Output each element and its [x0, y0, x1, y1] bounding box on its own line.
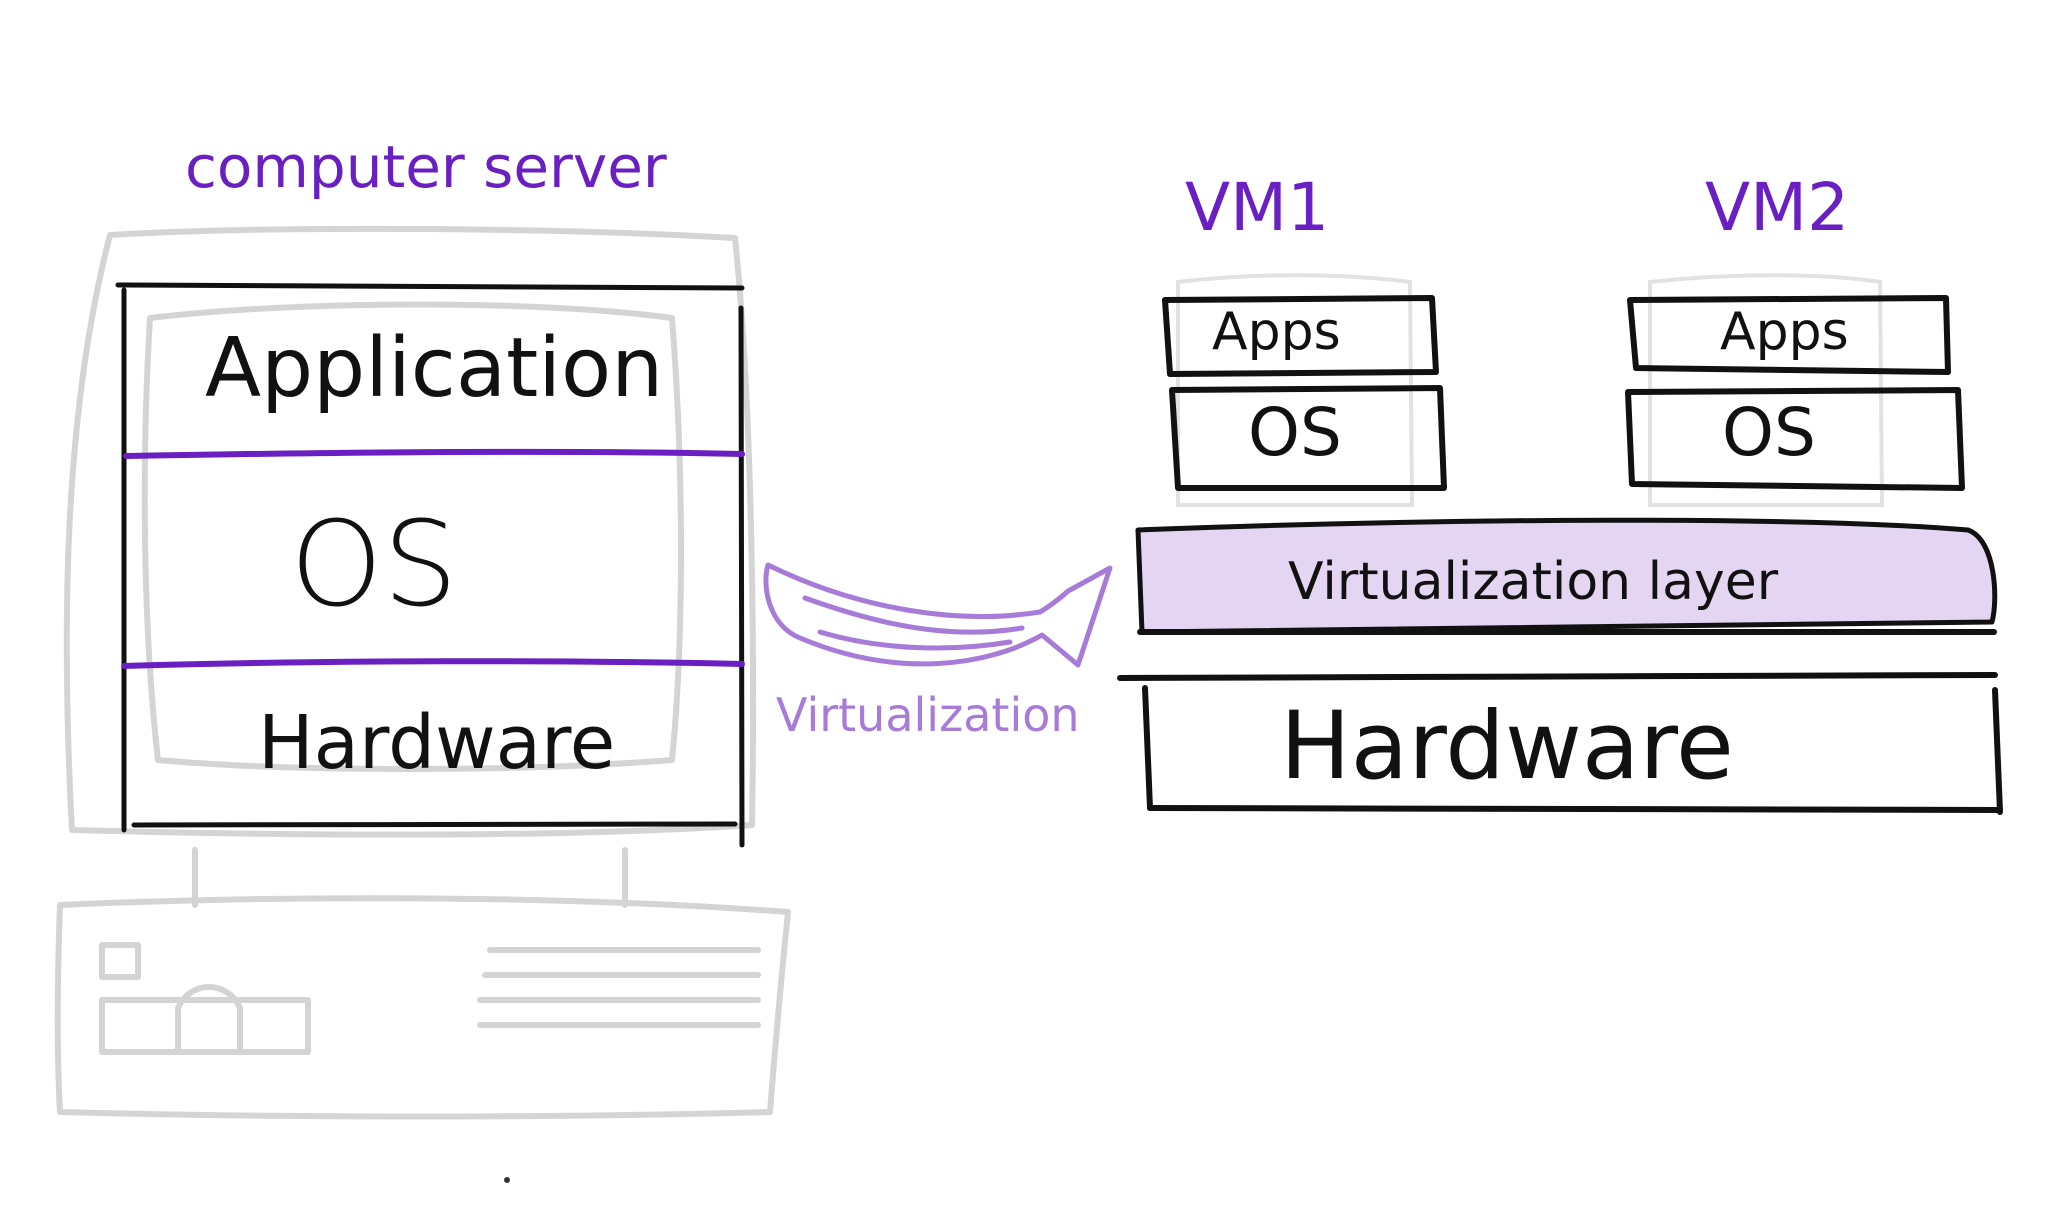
hardware-box — [1117, 672, 2003, 815]
computer-server-title: computer server — [185, 133, 667, 201]
layer-divider-bottom — [121, 658, 745, 669]
host-hardware-label: Hardware — [1280, 692, 1734, 801]
vm2-os-label: OS — [1722, 394, 1816, 471]
virtualization-arrow-label: Virtualization — [776, 688, 1080, 742]
virtualization-arrow-icon — [763, 562, 1113, 668]
vm1-os-label: OS — [1248, 394, 1342, 471]
vm1-apps-label: Apps — [1212, 302, 1341, 362]
vm2-title: VM2 — [1705, 169, 1850, 246]
computer-sketch-icon — [54, 225, 791, 1120]
os-layer-label: OS — [290, 495, 458, 633]
vm2-boxes — [1625, 295, 1965, 491]
application-layer-label: Application — [205, 321, 664, 416]
virtualization-layer-box — [1135, 517, 1998, 635]
layer-divider-top — [123, 448, 745, 459]
vm1-boxes — [1162, 295, 1447, 491]
vm2-apps-label: Apps — [1720, 302, 1849, 362]
virtualization-layer-label: Virtualization layer — [1288, 552, 1779, 612]
vm1-title: VM1 — [1185, 169, 1330, 246]
server-stack — [115, 282, 745, 848]
hardware-layer-label: Hardware — [258, 700, 616, 786]
stray-dot — [504, 1177, 510, 1183]
